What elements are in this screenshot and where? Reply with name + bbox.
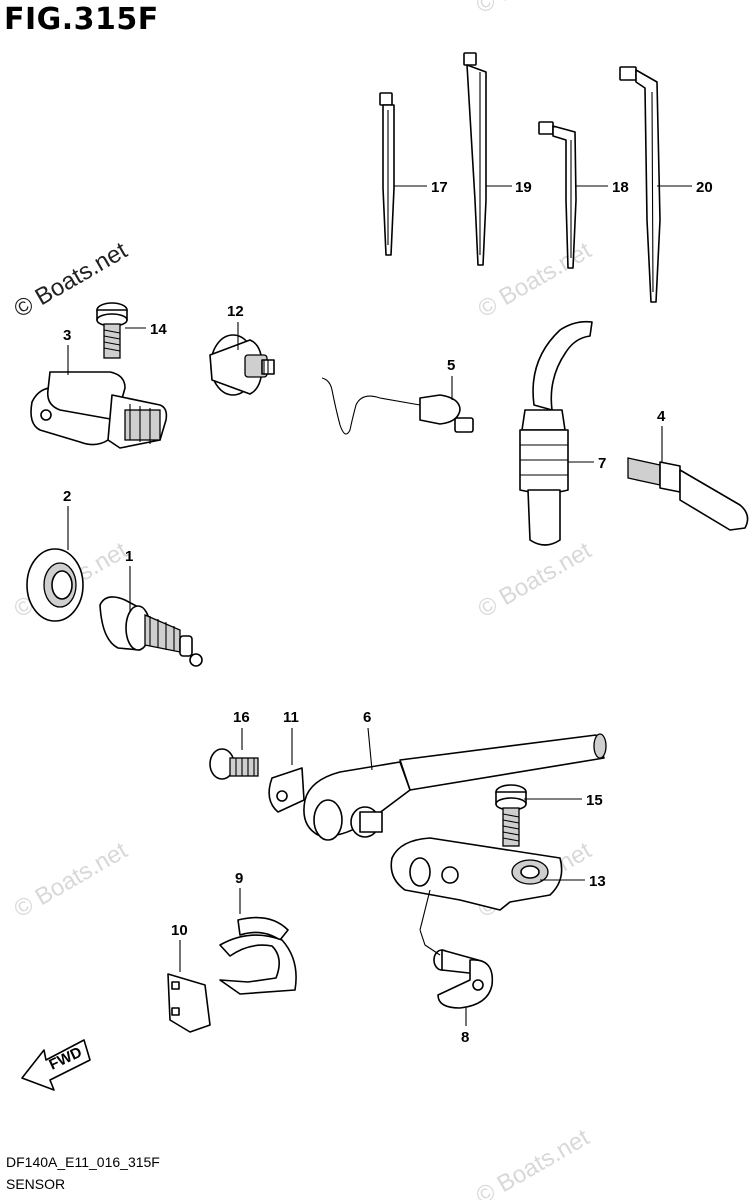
- callout-15: 15: [586, 792, 603, 809]
- bracket-13[interactable]: [390, 837, 563, 911]
- knock-sensor-5[interactable]: [321, 377, 474, 435]
- callout-20: 20: [696, 179, 713, 196]
- clip-9[interactable]: [219, 916, 297, 995]
- crank-sensor-6[interactable]: [303, 733, 607, 841]
- callout-2: 2: [63, 488, 71, 505]
- callout-13: 13: [589, 873, 606, 890]
- cable-tie-18[interactable]: [538, 121, 577, 269]
- callout-8: 8: [461, 1029, 469, 1046]
- callout-17: 17: [431, 179, 448, 196]
- watermark-faint: © Boats.net: [472, 0, 595, 19]
- callout-3: 3: [63, 327, 71, 344]
- callout-11: 11: [283, 709, 299, 726]
- callout-18: 18: [612, 179, 629, 196]
- bracket-8[interactable]: [433, 949, 494, 1009]
- leader-lines: [67, 185, 692, 1026]
- watermark-faint: © Boats.net: [474, 537, 597, 623]
- bolt-15[interactable]: [495, 784, 527, 847]
- watermark-faint: © Boats.net: [474, 237, 597, 323]
- figure-title: FIG.315F: [4, 2, 159, 37]
- plate-10[interactable]: [167, 973, 211, 1033]
- grommet-2[interactable]: [26, 548, 84, 622]
- callout-12: 12: [227, 303, 244, 320]
- callout-1: 1: [125, 548, 133, 565]
- callout-6: 6: [363, 709, 371, 726]
- callout-5: 5: [447, 357, 455, 374]
- callout-7: 7: [598, 455, 606, 472]
- callout-16: 16: [233, 709, 250, 726]
- callout-9: 9: [235, 870, 243, 887]
- callout-14: 14: [150, 321, 167, 338]
- fwd-arrow: FWD: [21, 1039, 91, 1091]
- callout-4: 4: [657, 408, 666, 425]
- figure-name: SENSOR: [6, 1176, 66, 1192]
- bolt-14[interactable]: [96, 302, 128, 359]
- cable-tie-17[interactable]: [379, 92, 395, 256]
- cable-tie-20[interactable]: [619, 66, 661, 303]
- temp-sensor-4[interactable]: [627, 457, 749, 531]
- figure-code: DF140A_E11_016_315F: [6, 1154, 160, 1170]
- pressure-switch-12[interactable]: [209, 334, 275, 396]
- sensor-7[interactable]: [519, 320, 593, 546]
- watermark-faint: © Boats.net: [472, 1124, 595, 1200]
- watermark-faint: © Boats.net: [10, 837, 133, 923]
- cable-tie-19[interactable]: [463, 52, 487, 266]
- map-sensor-3[interactable]: [30, 371, 168, 449]
- sensor-1[interactable]: [99, 596, 203, 667]
- callout-19: 19: [515, 179, 532, 196]
- clamp-11[interactable]: [268, 767, 305, 813]
- callout-labels: 17 19 18 20 14 3 12 5 7 4 2 1 16 11 6 15…: [63, 179, 713, 1046]
- screw-16[interactable]: [209, 748, 259, 780]
- callout-10: 10: [171, 922, 188, 939]
